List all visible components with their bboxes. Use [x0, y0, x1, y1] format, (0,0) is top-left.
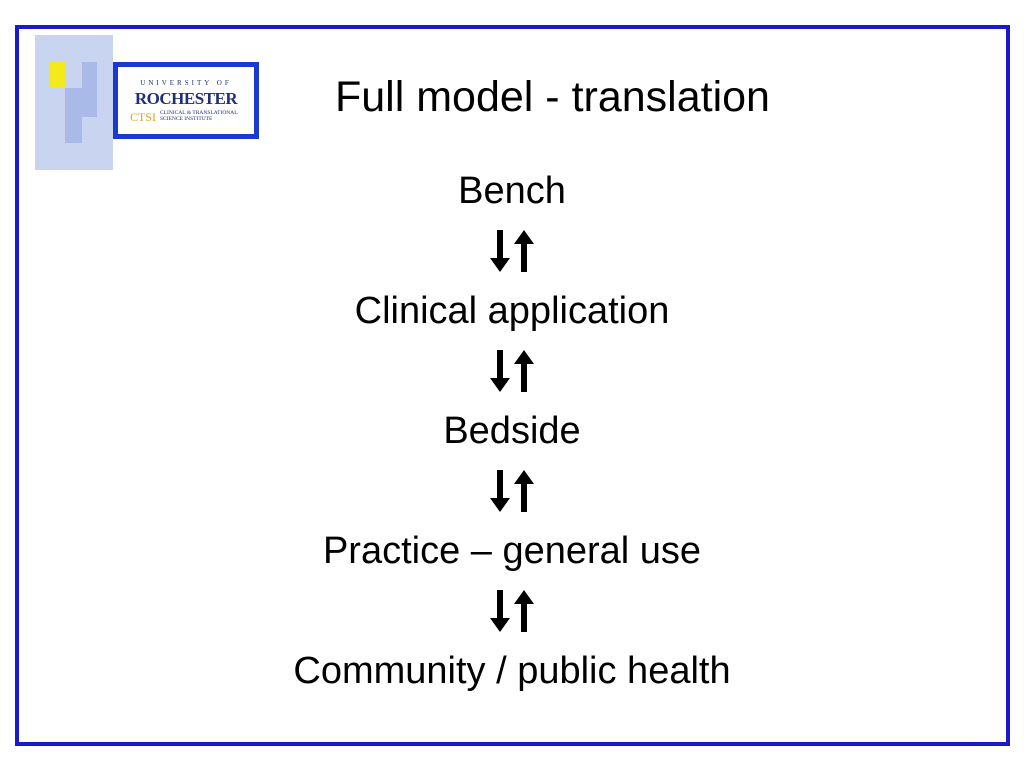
university-logo: UNIVERSITY OF ROCHESTER CTSI CLINICAL & … [113, 62, 259, 139]
logo-institute: CLINICAL & TRANSLATIONAL SCIENCE INSTITU… [160, 110, 238, 122]
decor-square-yellow [50, 62, 65, 88]
step-item: Community / public health [293, 650, 731, 692]
down-up-arrows-icon [0, 454, 1024, 528]
logo-ctsi: CTSI [130, 110, 157, 124]
slide-frame [15, 25, 1010, 746]
logo-university-of: UNIVERSITY OF [140, 79, 232, 87]
step-item: Clinical application [354, 290, 670, 332]
translation-steps: Bench Clinical application Bedside Pract… [0, 168, 1024, 694]
step-item: Practice – general use [322, 530, 702, 572]
down-up-arrows-icon [0, 574, 1024, 648]
decor-square [65, 88, 82, 143]
decor-square [82, 62, 97, 117]
down-up-arrows-icon [0, 334, 1024, 408]
step-item: Bench [458, 170, 566, 212]
step-item: Bedside [443, 410, 581, 452]
logo-rochester: ROCHESTER [134, 89, 238, 108]
decor-square [35, 35, 65, 170]
slide-title: Full model - translation [335, 73, 770, 121]
down-up-arrows-icon [0, 214, 1024, 288]
